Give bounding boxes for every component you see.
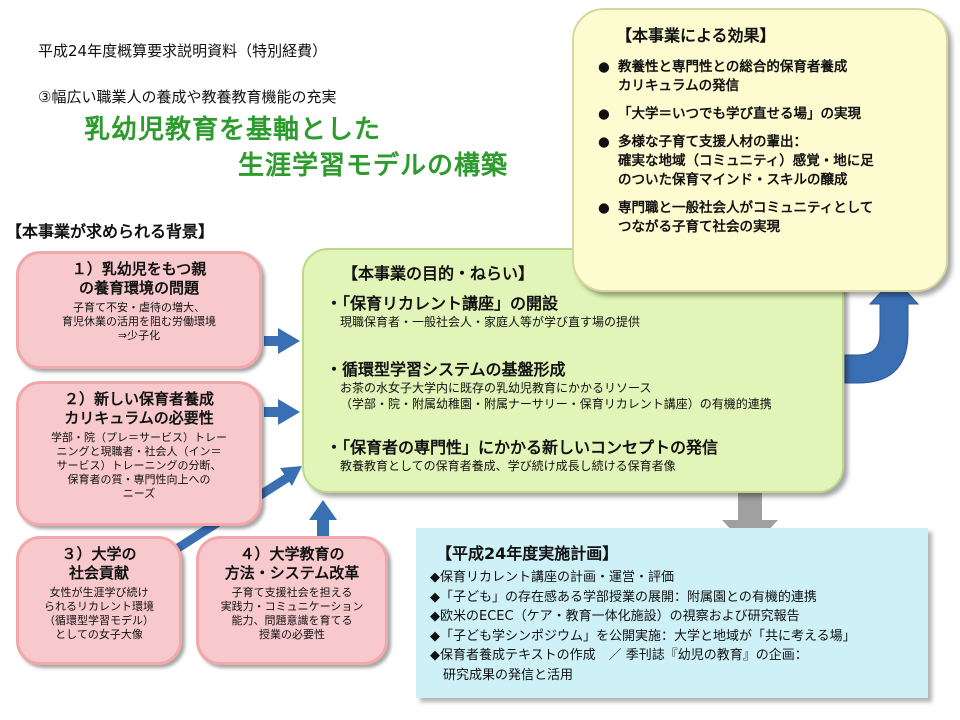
effects-item-4: ● 専門職と一般社会人がコミュニティとしてつながる子育て社会の実現: [598, 200, 874, 235]
purpose-item-body: 教養教育としての保育者養成、学び続け成長し続ける保育者像: [340, 459, 676, 473]
effects-item-3: ● 多様な子育て支援人材の輩出：確実な地域（コミュニティ）感覚・地に足のついた保…: [598, 134, 874, 188]
bullet-icon: ●: [598, 106, 610, 122]
background-heading: 【本事業が求められる背景】: [6, 222, 215, 241]
background-item-body: 女性が生涯学び続けられるリカレント環境（循環型学習モデル）としての女子大像: [44, 586, 154, 641]
purpose-item-body: 現職保育者・一般社会人・家庭人等が学び直す場の提供: [340, 315, 641, 329]
background-item-4: ４）大学教育の方法・システム改革 子育て支援社会を担える実践力・コミュニケーショ…: [196, 536, 388, 665]
plan-item: 研究成果の発信と活用: [430, 667, 574, 683]
budget-line: 平成24年度概算要求説明資料（特別経費）: [38, 42, 328, 60]
purpose-heading: 【本事業の目的・ねらい】: [342, 264, 535, 283]
plan-box: 【平成24年度実施計画】 ◆保育リカレント講座の計画・運営・評価 ◆「子ども」の…: [416, 528, 928, 698]
effects-item-2: ● 「大学＝いつでも学び直せる場」の実現: [598, 106, 861, 122]
bullet-icon: ●: [598, 200, 610, 216]
purpose-item-body: お茶の水女子大学内に既存の乳幼児教育にかかるリソース: [340, 381, 652, 395]
purpose-item-2: ・循環型学習システムの基盤形成 お茶の水女子大学内に既存の乳幼児教育にかかるリソ…: [326, 360, 830, 412]
background-item-title: ３）大学の社会貢献: [61, 545, 137, 582]
plan-item: ◆保育リカレント講座の計画・運営・評価: [430, 570, 674, 585]
subtitle: ③幅広い職業人の養成や教養教育機能の充実: [38, 88, 337, 106]
plan-item: ◆「子ども学シンポジウム」を公開実施：大学と地域が「共に考える場」: [430, 628, 856, 644]
background-item-3: ３）大学の社会貢献 女性が生涯学び続けられるリカレント環境（循環型学習モデル）と…: [16, 536, 182, 665]
background-item-2: ２）新しい保育者養成カリキュラムの必要性 学部・院（プレ＝サービス）トレーニング…: [16, 381, 262, 526]
curved-arrow-up-icon: [844, 277, 920, 384]
purpose-item-title: ・「保育リカレント講座」の開設: [326, 294, 559, 313]
effects-box: 【本事業による効果】 ● 教養性と専門性との総合的保育者養成カリキュラムの発信 …: [572, 8, 948, 292]
effects-item-1: ● 教養性と専門性との総合的保育者養成カリキュラムの発信: [598, 59, 848, 94]
background-item-body: 子育て不安・虐待の増大、育児休業の活用を阻む労働環境⇒少子化: [62, 301, 216, 342]
purpose-item-1: ・「保育リカレント講座」の開設 現職保育者・一般社会人・家庭人等が学び直す場の提…: [326, 294, 830, 330]
arrow-right-icon: [264, 399, 300, 425]
purpose-item-3: ・「保育者の専門性」にかかる新しいコンセプトの発信 教養教育としての保育者養成、…: [326, 438, 830, 474]
purpose-item-body: （学部・院・附属幼稚園・附属ナーサリー・保育リカレント講座）の有機的連携: [340, 397, 772, 411]
arrow-right-icon: [264, 328, 300, 354]
background-item-body: 学部・院（プレ＝サービス）トレーニングと現職者・社会人（イン＝サービス）トレーニ…: [51, 431, 227, 500]
background-item-title: ２）新しい保育者養成カリキュラムの必要性: [63, 390, 214, 427]
title-line-2: 生涯学習モデルの構築: [238, 151, 509, 181]
plan-item: ◆欧米のECEC（ケア・教育一体化施設）の視察および研究報告: [430, 609, 800, 624]
purpose-item-title: ・「保育者の専門性」にかかる新しいコンセプトの発信: [326, 438, 719, 457]
plan-item: ◆保育者養成テキストの作成 ／ 季刊誌『幼児の教育』の企画：: [430, 648, 808, 663]
bullet-icon: ●: [598, 134, 610, 150]
background-item-title: ４）大学教育の方法・システム改革: [224, 545, 360, 582]
background-item-title: １）乳幼児をもつ親の養育環境の問題: [71, 260, 207, 297]
background-item-1: １）乳幼児をもつ親の養育環境の問題 子育て不安・虐待の増大、育児休業の活用を阻む…: [16, 251, 262, 369]
plan-item: ◆「子ども」の存在感ある学部授業の展開：附属園との有機的連携: [430, 589, 817, 605]
purpose-item-title: ・循環型学習システムの基盤形成: [326, 360, 566, 379]
bullet-icon: ●: [598, 59, 610, 75]
background-item-body: 子育て支援社会を担える実践力・コミュニケーション能力、問題意識を育てる授業の必要…: [220, 586, 364, 641]
title-line-1: 乳幼児教育を基軸とした: [84, 115, 382, 145]
plan-heading: 【平成24年度実施計画】: [436, 544, 619, 563]
effects-heading: 【本事業による効果】: [616, 26, 776, 45]
